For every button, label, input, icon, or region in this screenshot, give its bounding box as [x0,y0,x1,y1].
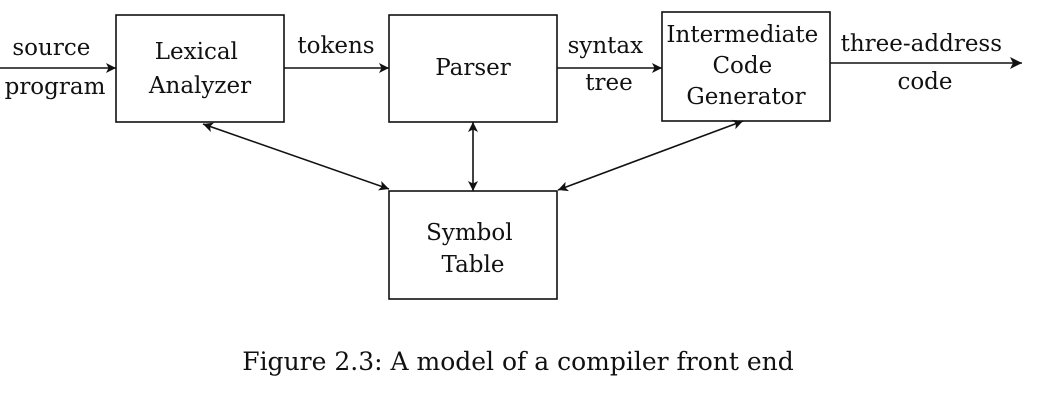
symbol-table-line-2: Table [442,252,505,278]
intermediate-code-generator-box [661,11,831,122]
lexical-analyzer-line-2: Analyzer [148,73,251,99]
lexical-analyzer-label: Lexical Analyzer [148,39,251,99]
tokens-label-line: tokens [297,33,374,59]
lexical-analyzer-box [115,14,285,123]
icg-line-3: Generator [686,84,805,110]
figure-caption: Figure 2.3: A model of a compiler front … [242,347,794,376]
three-address-label: three-address [841,31,1002,57]
tokens-label: tokens [297,33,374,59]
intermediate-code-generator-label: Intermediate Code Generator [666,22,825,110]
lexer-symbol-table-arrow [202,122,390,191]
source-label: source [12,35,90,61]
parser-label: Parser [435,55,511,81]
tree-label: tree [585,70,632,96]
symbol-table-label: Symbol Table [426,220,520,278]
source-program-label: source program [5,35,106,100]
syntax-label: syntax [568,33,644,59]
syntax-tree-label: syntax tree [568,33,651,96]
symbol-table-line-1: Symbol [426,220,513,246]
code-label: code [897,69,952,95]
parser-box [388,14,558,123]
three-address-code-label: three-address code [841,31,1010,95]
icg-symbol-table-arrow [557,119,744,192]
icg-line-1: Intermediate [666,22,818,48]
parser-line-1: Parser [435,55,511,81]
icg-line-2: Code [712,53,772,79]
program-label: program [5,74,106,100]
lexical-analyzer-line-1: Lexical [155,39,238,65]
